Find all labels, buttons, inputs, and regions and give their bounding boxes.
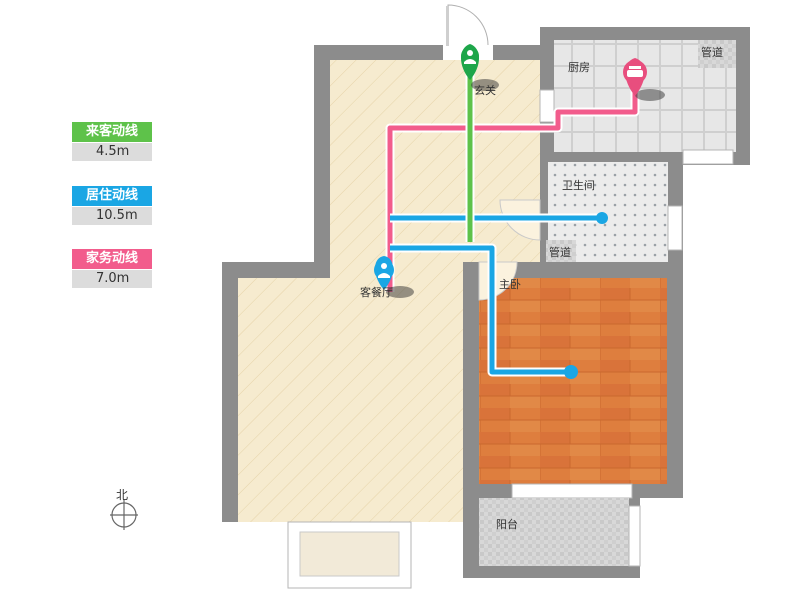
bedroom-floor xyxy=(479,278,667,484)
legend-guest-value: 4.5m xyxy=(72,143,152,161)
kitchen-pipe-label: 管道 xyxy=(701,45,723,59)
entry-door-swing xyxy=(447,4,489,46)
entry-person-icon xyxy=(461,44,499,91)
legend-housework: 家务动线 7.0m xyxy=(72,249,152,288)
living-label: 客餐厅 xyxy=(360,285,393,299)
route-living-line-bedroom xyxy=(390,245,571,375)
legend-living: 居住动线 10.5m xyxy=(72,186,152,225)
bathroom-label: 卫生间 xyxy=(562,178,595,192)
compass-label: 北 xyxy=(116,488,129,502)
kitchen-label: 厨房 xyxy=(568,61,590,74)
entry-label: 玄关 xyxy=(474,83,496,97)
legend-guest: 来客动线 4.5m xyxy=(72,122,152,161)
living-person-icon xyxy=(374,256,414,298)
legend-living-label: 居住动线 xyxy=(72,186,152,206)
legend-guest-label: 来客动线 xyxy=(72,122,152,142)
balcony-floor xyxy=(479,498,629,566)
route-housework-line xyxy=(387,80,638,292)
kitchen-pot-icon xyxy=(623,58,665,101)
route-end-bath xyxy=(596,212,608,224)
legend-housework-label: 家务动线 xyxy=(72,249,152,269)
route-end-bedroom xyxy=(564,365,578,379)
legend-housework-value: 7.0m xyxy=(72,270,152,288)
legend-living-value: 10.5m xyxy=(72,207,152,225)
bedroom-label: 主卧 xyxy=(499,278,521,291)
bathroom-pipe xyxy=(546,240,576,262)
bathroom-pipe-label: 管道 xyxy=(549,245,571,259)
balcony-label: 阳台 xyxy=(496,517,518,531)
kitchen-pipe xyxy=(698,40,736,68)
compass-icon xyxy=(110,500,138,530)
